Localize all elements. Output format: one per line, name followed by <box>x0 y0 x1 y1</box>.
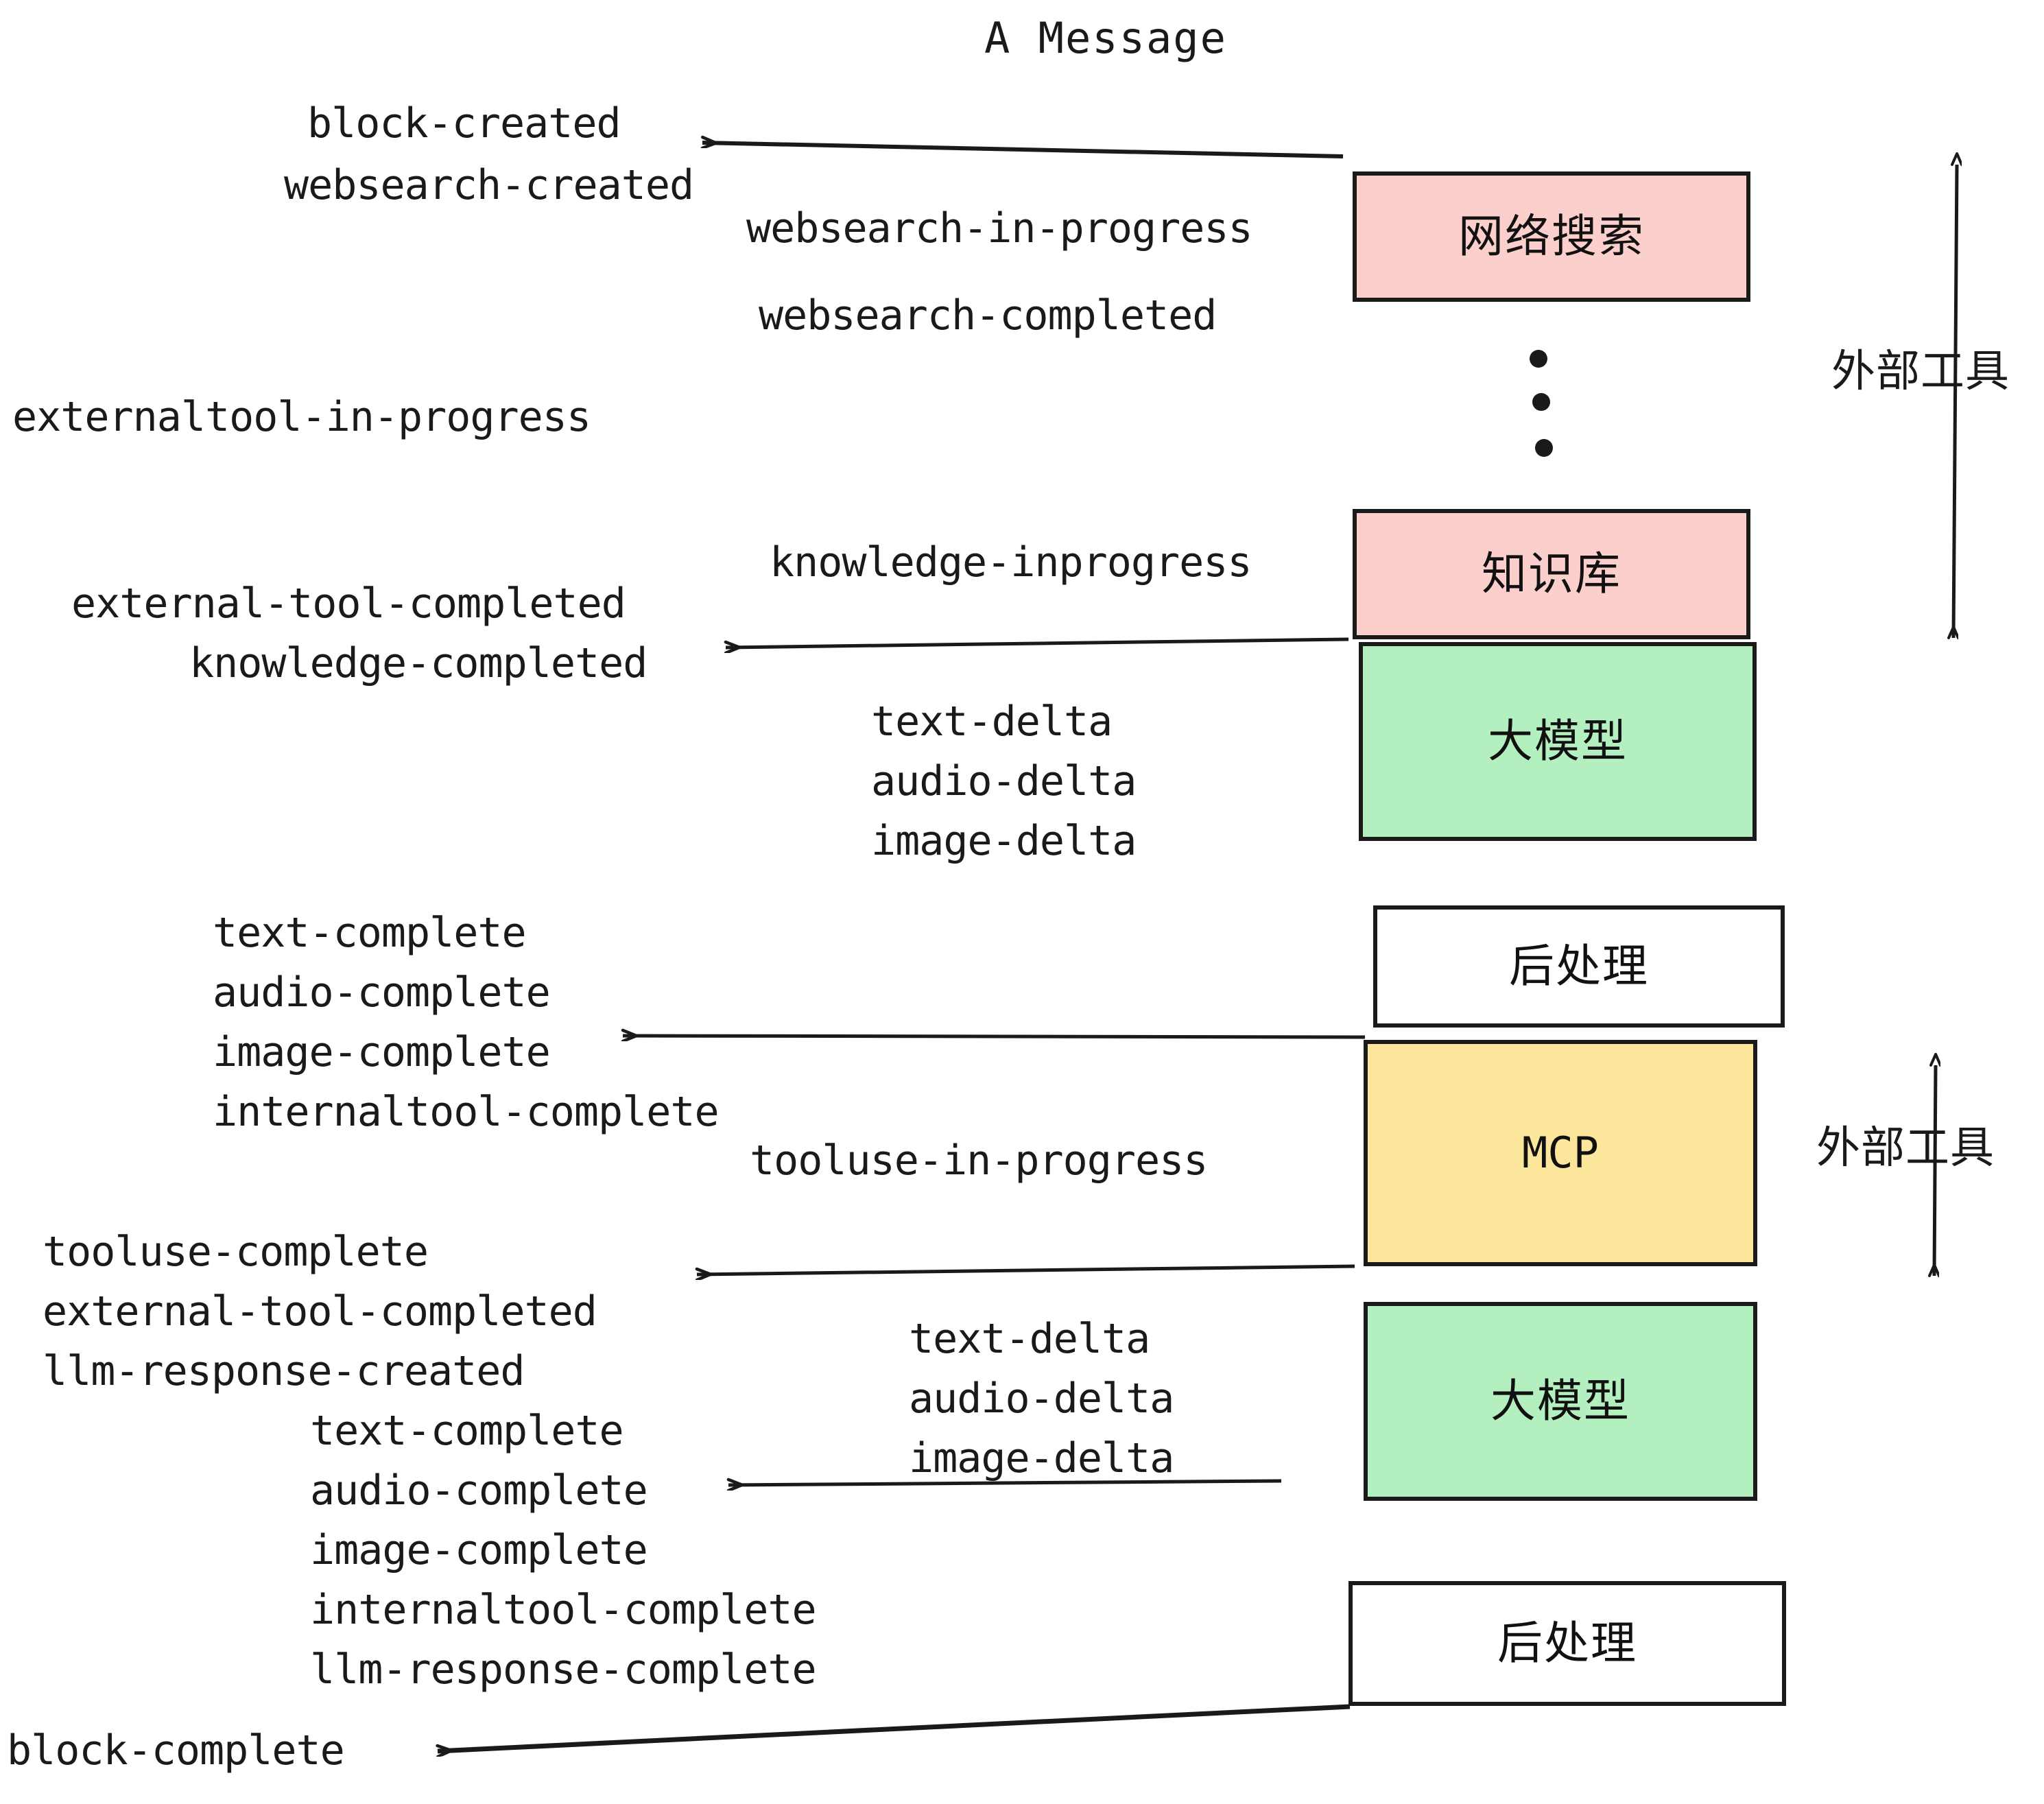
box-llm-2-label: 大模型 <box>1490 1375 1630 1427</box>
side-label-external-tool-bottom: 外部工具 <box>1816 1123 1995 1174</box>
event-tooluse-complete: tooluse-complete <box>43 1228 429 1276</box>
box-mcp[interactable]: MCP <box>1364 1040 1757 1266</box>
event-block-created: block-created <box>307 99 621 147</box>
event-websearch-in-progress: websearch-in-progress <box>746 204 1253 252</box>
event-text-complete-1: text-complete <box>213 909 527 957</box>
ellipsis-dot-2 <box>1532 393 1550 411</box>
event-text-delta-1: text-delta <box>871 698 1113 746</box>
event-image-delta-2: image-delta <box>909 1434 1174 1482</box>
box-llm-2[interactable]: 大模型 <box>1364 1302 1757 1501</box>
arrow-postprocess1-to-image-complete <box>623 1036 1366 1037</box>
box-postprocess-2[interactable]: 后处理 <box>1348 1581 1786 1706</box>
box-llm-1[interactable]: 大模型 <box>1359 642 1757 841</box>
event-internaltool-complete-2: internaltool-complete <box>310 1586 817 1634</box>
box-postprocess-1-label: 后处理 <box>1509 940 1649 993</box>
event-audio-delta-2: audio-delta <box>909 1375 1174 1423</box>
event-image-complete-2: image-complete <box>310 1526 648 1574</box>
arrow-websearch-to-block-created <box>702 143 1344 158</box>
box-llm-1-label: 大模型 <box>1488 715 1628 768</box>
event-knowledge-completed: knowledge-completed <box>189 639 647 687</box>
arrow-knowledge-to-knowledge-completed <box>726 637 1349 648</box>
ellipsis-dot-1 <box>1530 350 1547 368</box>
event-text-complete-2: text-complete <box>310 1407 624 1455</box>
box-knowledge-label: 知识库 <box>1482 547 1621 600</box>
box-knowledge[interactable]: 知识库 <box>1353 509 1750 639</box>
event-websearch-completed: websearch-completed <box>759 292 1217 340</box>
arrow-external-tool-top <box>1953 165 1957 638</box>
event-image-delta-1: image-delta <box>871 817 1137 865</box>
box-websearch-label: 网络搜索 <box>1458 210 1645 263</box>
arrow-mcp-to-tooluse-complete <box>697 1264 1355 1274</box>
event-internaltool-complete-1: internaltool-complete <box>213 1088 720 1136</box>
event-external-tool-completed-1: external-tool-completed <box>71 580 626 628</box>
event-tooluse-in-progress: tooluse-in-progress <box>750 1137 1208 1185</box>
event-audio-complete-2: audio-complete <box>310 1467 648 1515</box>
box-mcp-label: MCP <box>1522 1128 1599 1178</box>
box-websearch[interactable]: 网络搜索 <box>1353 171 1750 302</box>
box-postprocess-1[interactable]: 后处理 <box>1373 905 1785 1028</box>
event-llm-response-created: llm-response-created <box>43 1347 525 1395</box>
ellipsis-dot-3 <box>1535 439 1553 457</box>
event-knowledge-inprogress: knowledge-inprogress <box>770 538 1252 586</box>
event-external-tool-completed-2: external-tool-completed <box>43 1287 597 1336</box>
event-websearch-created: websearch-created <box>284 161 694 209</box>
side-label-external-tool-top: 外部工具 <box>1831 346 2010 397</box>
event-block-complete: block-complete <box>7 1726 345 1775</box>
event-audio-complete-1: audio-complete <box>213 969 551 1017</box>
event-image-complete-1: image-complete <box>213 1028 551 1076</box>
page-title: A Message <box>984 13 1227 63</box>
arrow-postprocess2-to-block-complete <box>438 1704 1351 1751</box>
event-externaltool-in-progress: externaltool-in-progress <box>12 393 591 441</box>
event-audio-delta-1: audio-delta <box>871 757 1137 805</box>
box-postprocess-2-label: 后处理 <box>1497 1617 1637 1670</box>
event-llm-response-complete: llm-response-complete <box>310 1646 817 1694</box>
event-text-delta-2: text-delta <box>909 1315 1150 1363</box>
